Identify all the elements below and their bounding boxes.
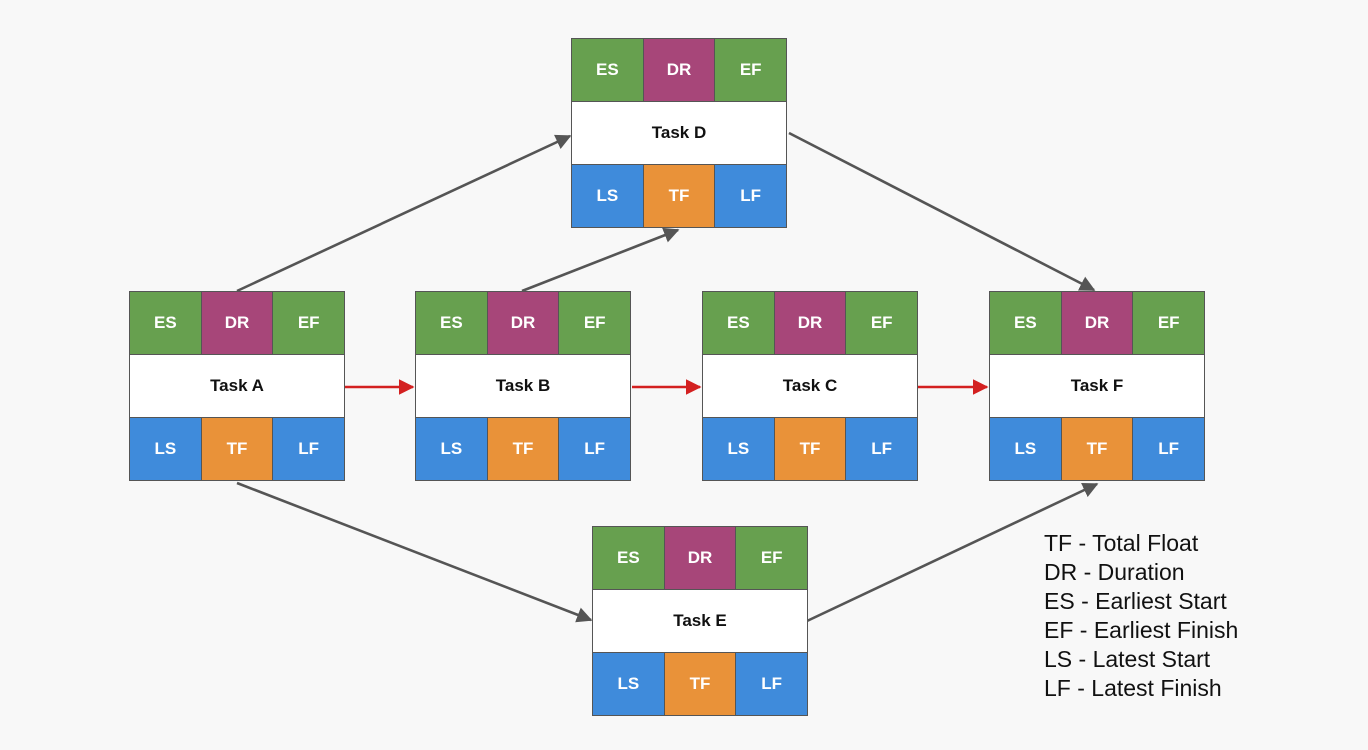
es-cell: ES xyxy=(703,292,774,355)
arrow-b-to-d xyxy=(521,227,680,293)
lf-cell: LF xyxy=(272,417,345,480)
arrow-a-to-e xyxy=(236,481,593,623)
task-node-d[interactable]: ES DR EF Task D LS TF LF xyxy=(571,38,787,228)
dr-cell: DR xyxy=(1060,292,1133,355)
ls-cell: LS xyxy=(593,652,664,715)
lf-cell: LF xyxy=(1132,417,1205,480)
ef-cell: EF xyxy=(1132,292,1205,355)
task-title: Task F xyxy=(990,354,1204,418)
ef-cell: EF xyxy=(714,39,787,102)
task-title: Task C xyxy=(703,354,917,418)
es-cell: ES xyxy=(416,292,487,355)
lf-cell: LF xyxy=(735,652,808,715)
ls-cell: LS xyxy=(572,164,643,227)
task-node-c[interactable]: ES DR EF Task C LS TF LF xyxy=(702,291,918,481)
tf-cell: TF xyxy=(486,417,559,480)
arrow-a-to-d xyxy=(236,134,572,293)
legend-item-es: ES - Earliest Start xyxy=(1044,588,1227,614)
tf-cell: TF xyxy=(200,417,273,480)
dr-cell: DR xyxy=(663,527,736,590)
ef-cell: EF xyxy=(845,292,918,355)
dr-cell: DR xyxy=(486,292,559,355)
task-node-a[interactable]: ES DR EF Task A LS TF LF xyxy=(129,291,345,481)
es-cell: ES xyxy=(130,292,201,355)
ls-cell: LS xyxy=(416,417,487,480)
task-title: Task A xyxy=(130,354,344,418)
ls-cell: LS xyxy=(130,417,201,480)
task-title: Task D xyxy=(572,101,786,165)
tf-cell: TF xyxy=(773,417,846,480)
task-title: Task B xyxy=(416,354,630,418)
legend-item-lf: LF - Latest Finish xyxy=(1044,675,1222,701)
task-title: Task E xyxy=(593,589,807,653)
task-node-e[interactable]: ES DR EF Task E LS TF LF xyxy=(592,526,808,716)
legend-item-dr: DR - Duration xyxy=(1044,559,1185,585)
tf-cell: TF xyxy=(642,164,715,227)
es-cell: ES xyxy=(572,39,643,102)
task-node-f[interactable]: ES DR EF Task F LS TF LF xyxy=(989,291,1205,481)
legend: TF - Total Float DR - Duration ES - Earl… xyxy=(1044,529,1238,703)
ef-cell: EF xyxy=(272,292,345,355)
ls-cell: LS xyxy=(703,417,774,480)
es-cell: ES xyxy=(990,292,1061,355)
ls-cell: LS xyxy=(990,417,1061,480)
lf-cell: LF xyxy=(714,164,787,227)
legend-item-ef: EF - Earliest Finish xyxy=(1044,617,1239,643)
dr-cell: DR xyxy=(642,39,715,102)
lf-cell: LF xyxy=(558,417,631,480)
legend-item-ls: LS - Latest Start xyxy=(1044,646,1211,672)
ef-cell: EF xyxy=(735,527,808,590)
lf-cell: LF xyxy=(845,417,918,480)
legend-item-tf: TF - Total Float xyxy=(1044,530,1199,556)
ef-cell: EF xyxy=(558,292,631,355)
es-cell: ES xyxy=(593,527,664,590)
task-node-b[interactable]: ES DR EF Task B LS TF LF xyxy=(415,291,631,481)
dr-cell: DR xyxy=(200,292,273,355)
dr-cell: DR xyxy=(773,292,846,355)
tf-cell: TF xyxy=(1060,417,1133,480)
tf-cell: TF xyxy=(663,652,736,715)
arrow-e-to-f xyxy=(806,482,1099,623)
arrow-d-to-f xyxy=(788,131,1096,292)
